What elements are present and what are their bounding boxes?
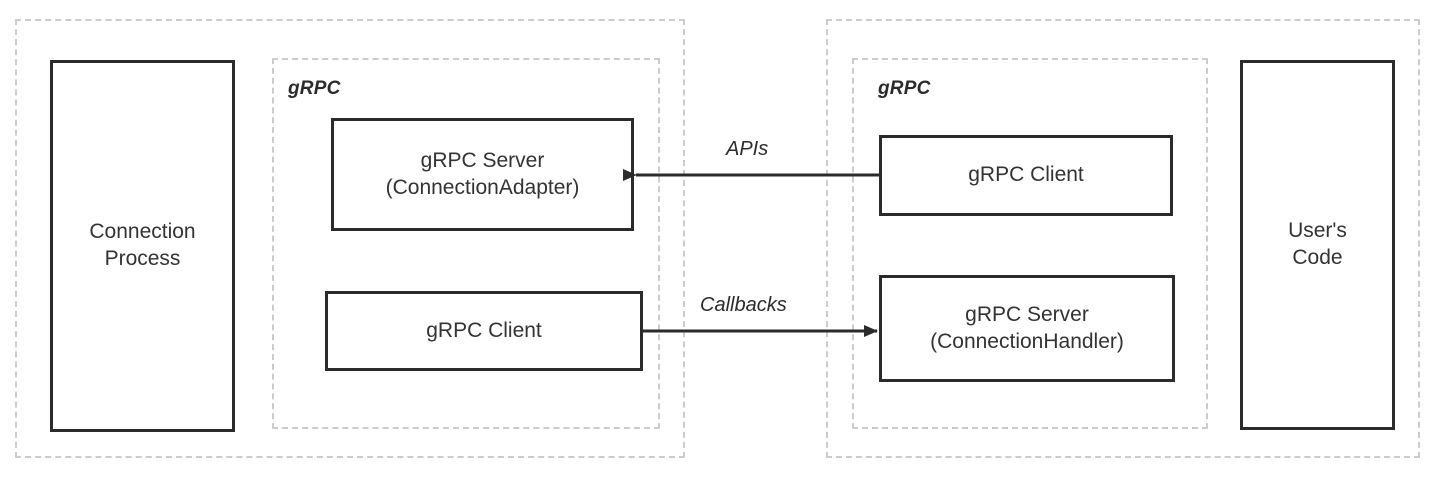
- group-connection-process-side: [15, 19, 685, 458]
- node-grpc-client-left[interactable]: gRPC Client: [325, 291, 643, 371]
- node-grpc-client-right[interactable]: gRPC Client: [879, 135, 1173, 216]
- group-grpc-left: [272, 58, 660, 429]
- group-grpc-right: [852, 58, 1208, 429]
- edge-callbacks-label: Callbacks: [700, 294, 787, 316]
- node-users-code[interactable]: User's Code: [1240, 60, 1395, 430]
- node-grpc-server-connection-handler[interactable]: gRPC Server (ConnectionHandler): [879, 275, 1175, 382]
- node-connection-process-label: Connection Process: [89, 220, 196, 270]
- node-grpc-server-connection-adapter-label: gRPC Server (ConnectionAdapter): [385, 148, 580, 199]
- group-grpc-left-title: gRPC: [288, 78, 341, 99]
- node-grpc-server-connection-adapter[interactable]: gRPC Server (ConnectionAdapter): [331, 118, 634, 231]
- node-grpc-server-connection-handler-label: gRPC Server (ConnectionHandler): [930, 302, 1124, 353]
- node-grpc-client-right-label: gRPC Client: [968, 163, 1084, 187]
- node-connection-process[interactable]: Connection Process: [50, 60, 235, 432]
- group-user-code-side: [826, 19, 1420, 458]
- group-grpc-right-title: gRPC: [878, 78, 931, 99]
- node-grpc-client-left-label: gRPC Client: [426, 318, 542, 342]
- edge-apis-label: APIs: [726, 138, 769, 160]
- node-users-code-label: User's Code: [1288, 219, 1347, 269]
